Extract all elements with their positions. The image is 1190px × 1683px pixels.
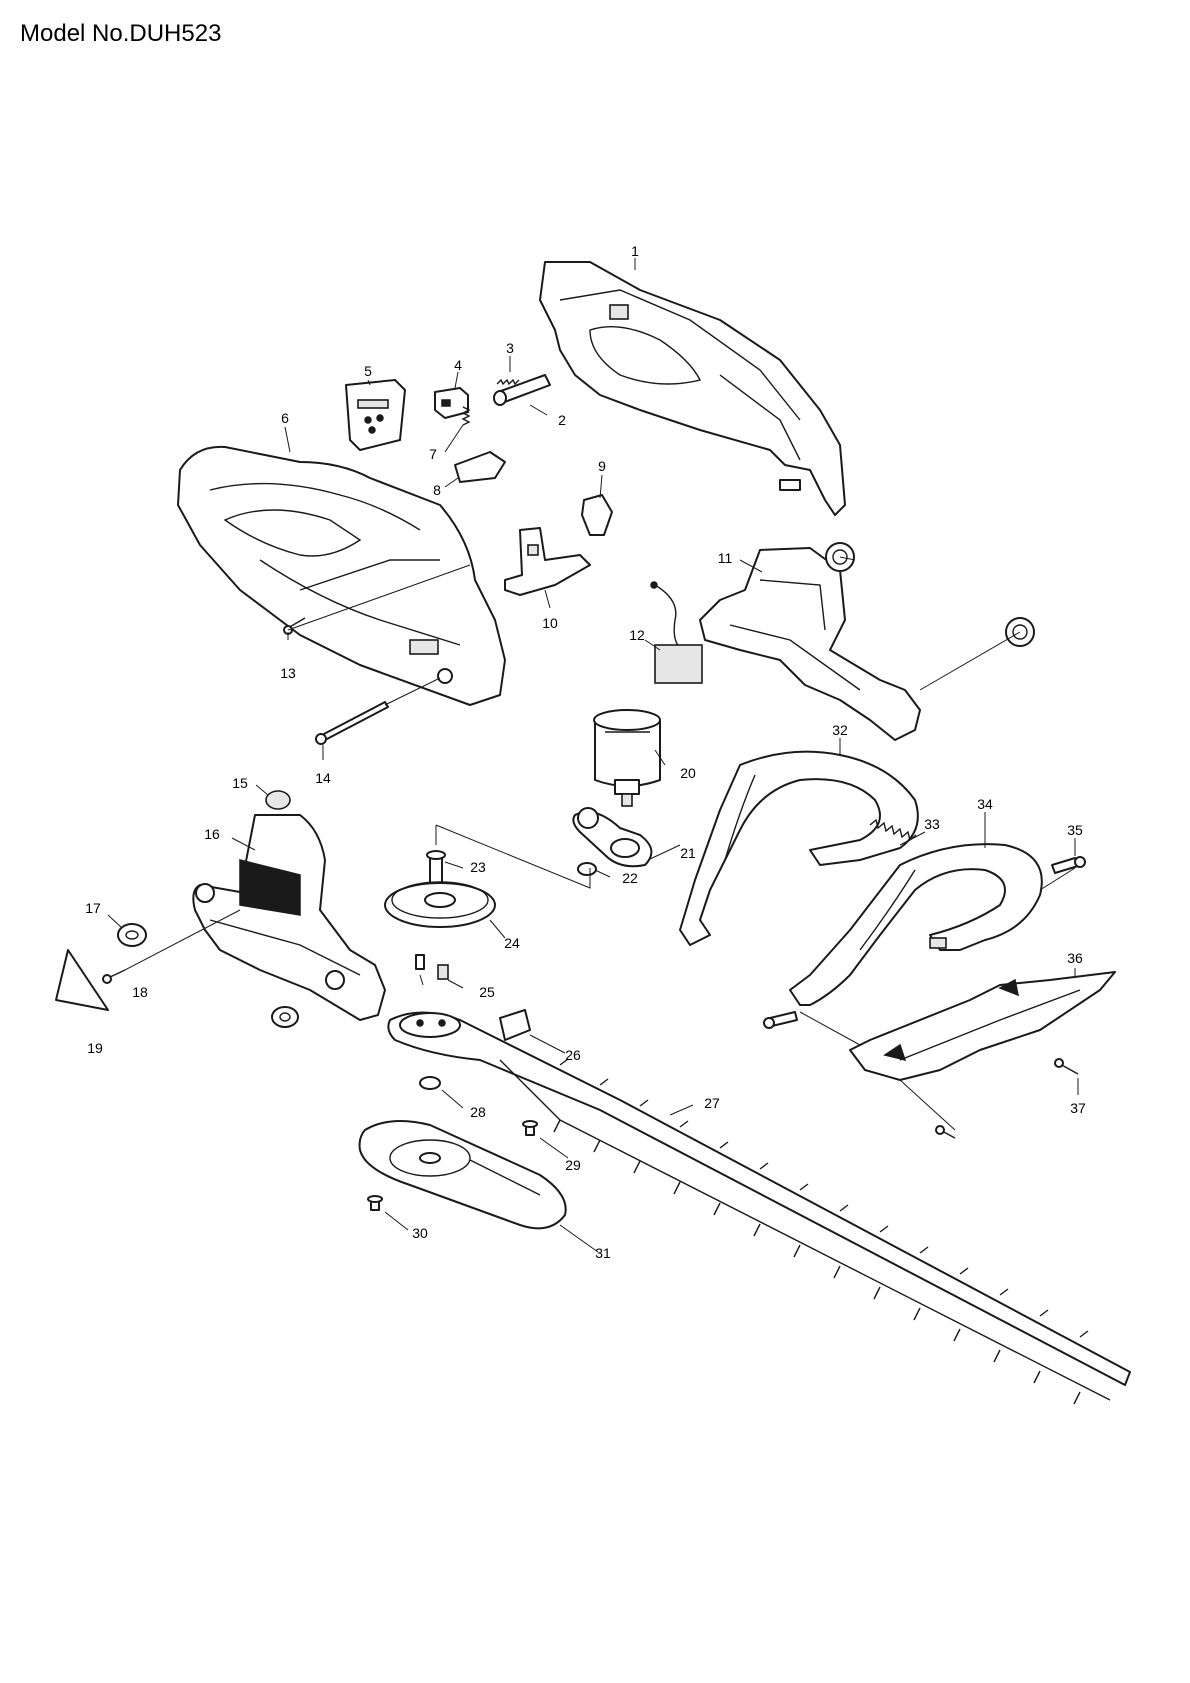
callout-6: 6 <box>281 410 289 426</box>
callout-labels: 1 2 3 4 5 6 7 8 9 10 11 12 13 14 15 16 1… <box>85 243 1086 1261</box>
leader-lines <box>107 258 1079 1253</box>
part-21-bearing-plate <box>572 807 653 868</box>
callout-36: 36 <box>1067 950 1083 966</box>
callout-32: 32 <box>832 722 848 738</box>
callout-22: 22 <box>622 870 638 886</box>
callout-15: 15 <box>232 775 248 791</box>
part-2-pin <box>493 374 551 406</box>
callout-16: 16 <box>204 826 220 842</box>
part-12-terminal-block <box>650 581 703 684</box>
part-35-bolt <box>1051 856 1086 874</box>
part-11-inner-frame <box>699 542 1035 741</box>
callout-27: 27 <box>704 1095 720 1111</box>
part-7-spring <box>461 406 471 426</box>
callout-9: 9 <box>598 458 606 474</box>
callout-12: 12 <box>629 627 645 643</box>
part-27-blade <box>387 1011 1131 1405</box>
callout-5: 5 <box>364 363 372 379</box>
part-26-block <box>499 1009 531 1041</box>
callout-2: 2 <box>558 412 566 428</box>
part-23-shaft <box>426 850 446 886</box>
callout-33: 33 <box>924 816 940 832</box>
callout-21: 21 <box>680 845 696 861</box>
callout-23: 23 <box>470 859 486 875</box>
part-9-switch <box>581 494 613 536</box>
callout-34: 34 <box>977 796 993 812</box>
part-5-controller <box>345 379 406 451</box>
part-29-screw <box>522 1120 538 1136</box>
part-19-guard-plate <box>55 949 109 1011</box>
part-31-gear-cover <box>358 1120 567 1230</box>
part-16-gear-housing <box>192 814 386 1021</box>
part-14-long-bolt <box>315 701 389 745</box>
callout-8: 8 <box>433 482 441 498</box>
callout-14: 14 <box>315 770 331 786</box>
callout-30: 30 <box>412 1225 428 1241</box>
part-16-ring <box>271 1006 299 1028</box>
part-8-lever <box>454 451 506 483</box>
part-32-front-handle <box>679 750 919 946</box>
part-17-cap <box>117 923 147 947</box>
callout-17: 17 <box>85 900 101 916</box>
callout-20: 20 <box>680 765 696 781</box>
part-18-screw <box>102 969 126 984</box>
part-28-washer <box>419 1076 441 1090</box>
callout-24: 24 <box>504 935 520 951</box>
part-3-spring <box>496 378 520 386</box>
part-1-housing-cover <box>539 261 846 516</box>
callout-29: 29 <box>565 1157 581 1173</box>
part-30-screw <box>367 1195 383 1211</box>
callout-4: 4 <box>454 357 462 373</box>
part-34-bolt <box>763 1011 798 1029</box>
part-37-screw <box>1054 1058 1079 1075</box>
part-4-switch <box>434 387 469 419</box>
callout-11: 11 <box>718 550 733 566</box>
callout-26: 26 <box>565 1047 581 1063</box>
model-number-title: Model No.DUH523 <box>20 20 222 47</box>
part-10-switch-lever <box>504 527 591 596</box>
part-15-cap <box>265 790 291 810</box>
part-6-main-housing <box>177 445 506 706</box>
part-36-screw <box>935 1125 956 1139</box>
part-34-handle-half <box>789 843 1043 1006</box>
part-33-spring <box>869 818 917 842</box>
callout-3: 3 <box>506 340 514 356</box>
callout-35: 35 <box>1067 822 1083 838</box>
callout-28: 28 <box>470 1104 486 1120</box>
callout-19: 19 <box>87 1040 103 1056</box>
callout-13: 13 <box>280 665 296 681</box>
part-25-bushing <box>415 954 449 980</box>
callout-18: 18 <box>132 984 148 1000</box>
part-36-hand-guard <box>849 971 1116 1081</box>
part-22-washer <box>577 862 597 876</box>
callout-31: 31 <box>595 1245 611 1261</box>
part-20-motor <box>593 709 661 807</box>
callout-1: 1 <box>631 243 639 259</box>
callout-25: 25 <box>479 984 495 1000</box>
callout-7: 7 <box>429 446 437 462</box>
callout-10: 10 <box>542 615 558 631</box>
callout-37: 37 <box>1070 1100 1086 1116</box>
part-24-gear <box>384 881 496 928</box>
